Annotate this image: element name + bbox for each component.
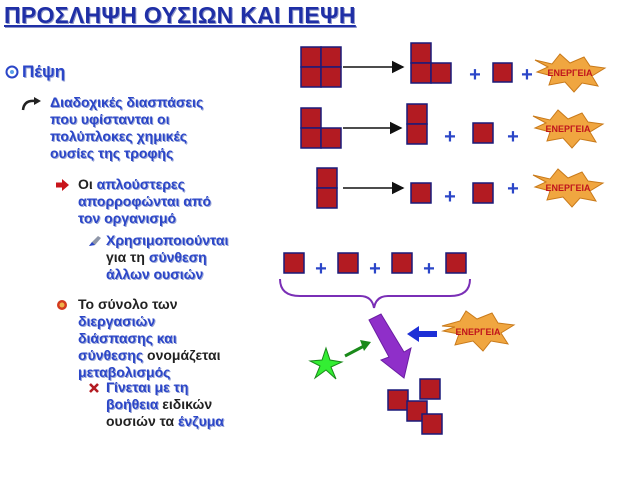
molecule-block: [300, 66, 322, 88]
energy-label: ΕΝΕΡΓΕΙΑ: [546, 124, 591, 134]
energy-burst: ΕΝΕΡΓΕΙΑ: [441, 310, 516, 352]
molecule-block: [419, 378, 441, 400]
plus-sign: +: [507, 178, 519, 200]
bullet-synthesis-use: Χρησιμοποιούνται για τη σύνθεση άλλων ου…: [88, 232, 278, 283]
plus-sign: +: [315, 258, 327, 280]
molecule-block: [410, 62, 432, 84]
pencil-bullet-icon: [89, 236, 101, 246]
molecule-block: [300, 107, 322, 129]
energy-burst: ΕΝΕΡΓΕΙΑ: [532, 109, 605, 149]
molecule-block: [445, 252, 467, 274]
energy-burst: ΕΝΕΡΓΕΙΑ: [532, 168, 605, 208]
molecule-block: [316, 187, 338, 209]
bullet-metabolism: Το σύνολο των διεργασιών διάσπασης και σ…: [56, 296, 266, 381]
text-line: πολύπλοκες χημικές: [50, 128, 188, 144]
molecule-block: [492, 62, 513, 83]
arrow-bullet-icon: [56, 179, 69, 191]
green-arrow-head: [360, 340, 371, 351]
section-heading: Πέψη: [4, 62, 65, 82]
molecule-block: [387, 389, 409, 411]
green-star-icon: [308, 346, 344, 380]
text-word: ουσιών τα: [106, 413, 175, 429]
molecule-block: [410, 42, 432, 64]
text-line: Διαδοχικές διασπάσεις: [50, 94, 204, 110]
text-word-highlight: σύνθεση: [148, 249, 207, 265]
molecule-block: [472, 122, 494, 144]
green-arrow: [344, 344, 365, 358]
energy-label: ΕΝΕΡΓΕΙΑ: [456, 327, 501, 337]
plus-sign: +: [469, 64, 481, 86]
molecule-block: [430, 62, 452, 84]
blue-left-arrow: [407, 326, 437, 342]
molecule-block: [320, 66, 342, 88]
text-line: διεργασιών: [78, 313, 156, 329]
circle-bullet-icon: [57, 300, 67, 310]
page-title: ΠΡΟΣΛΗΨΗ ΟΥΣΙΩΝ ΚΑΙ ΠΕΨΗ: [4, 2, 356, 28]
text-line: που υφίστανται οι: [50, 111, 170, 127]
energy-label: ΕΝΕΡΓΕΙΑ: [548, 68, 593, 78]
molecule-block: [316, 167, 338, 189]
plus-sign: +: [507, 126, 519, 148]
text-line: απορροφώνται από: [78, 193, 212, 209]
plus-sign: +: [369, 258, 381, 280]
energy-burst: ΕΝΕΡΓΕΙΑ: [534, 53, 607, 93]
molecule-block: [320, 127, 342, 149]
text-word-highlight: σύνθεσης: [78, 347, 144, 363]
plus-sign: +: [444, 186, 456, 208]
text-word: για τη: [106, 249, 145, 265]
molecule-blocks: [283, 42, 513, 435]
curly-brace: [279, 278, 471, 309]
molecule-block: [421, 413, 443, 435]
text-line: ουσίες της τροφής: [50, 145, 174, 161]
molecule-block: [283, 252, 305, 274]
section-heading-text: Πέψη: [22, 62, 66, 81]
molecule-block: [300, 127, 322, 149]
text-line: τον οργανισμό: [78, 210, 177, 226]
molecule-block: [472, 182, 494, 204]
molecule-block: [406, 123, 428, 145]
text-line: Γίνεται με τη: [106, 379, 189, 395]
swirl-bullet-icon: [5, 65, 19, 79]
curved-arrow-icon: [21, 97, 41, 111]
plus-sign: +: [423, 258, 435, 280]
plus-sign: +: [444, 126, 456, 148]
text-word: ειδικών: [162, 396, 213, 412]
plus-sign: +: [521, 64, 533, 86]
bullet-absorption: Οι απλούστερες απορροφώνται από τον οργα…: [56, 176, 256, 227]
text-word: Οι: [78, 176, 93, 192]
molecule-block: [406, 103, 428, 125]
molecule-block: [410, 182, 432, 204]
text-word-highlight: ένζυμα: [178, 413, 224, 429]
text-line: μεταβολισμός: [78, 364, 171, 380]
text-line: Χρησιμοποιούνται: [106, 232, 229, 248]
molecule-block: [320, 46, 342, 68]
x-bullet-icon: [89, 383, 99, 393]
text-line: διάσπασης και: [78, 330, 177, 346]
bullet-enzymes: Γίνεται με τη βοήθεια ειδικών ουσιών τα …: [88, 379, 278, 430]
text-line: άλλων ουσιών: [106, 266, 204, 282]
bullet-digestion-definition: Διαδοχικές διασπάσεις που υφίστανται οι …: [20, 94, 250, 162]
text-word: ονομάζεται: [147, 347, 221, 363]
text-word-highlight: βοήθεια: [106, 396, 159, 412]
text-line: Το σύνολο των: [78, 296, 178, 312]
purple-down-arrow: [368, 313, 412, 379]
text-word-highlight: απλούστερες: [96, 176, 185, 192]
molecule-block: [337, 252, 359, 274]
molecule-block: [300, 46, 322, 68]
molecule-block: [391, 252, 413, 274]
energy-label: ΕΝΕΡΓΕΙΑ: [546, 183, 591, 193]
